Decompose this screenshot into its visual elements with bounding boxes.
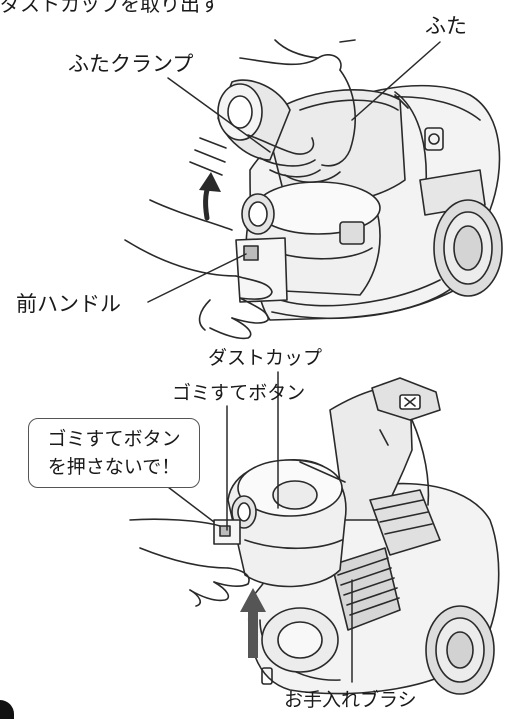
top-front-handle (235, 237, 288, 303)
bottom-open-lid (329, 377, 441, 521)
trash-button-label: ゴミすてボタン (172, 382, 306, 404)
top-hand-upper (239, 39, 356, 183)
warning-line-1: ゴミすてボタン (47, 428, 181, 450)
top-motion-lines (189, 137, 227, 176)
dust-cup-label: ダストカップ (208, 347, 323, 369)
front-handle-label: 前ハンドル (16, 292, 121, 316)
bottom-dust-cup (213, 459, 347, 588)
section-heading-cut: ダストカップを取り出す (0, 0, 220, 16)
bottom-wheel (425, 605, 495, 695)
top-leader-lines (147, 41, 441, 303)
bottom-hand (129, 518, 250, 607)
lid-clamp-label: ふたクランプ (68, 52, 194, 76)
top-wheel (433, 199, 503, 297)
top-cyclone-part (217, 79, 291, 161)
bottom-up-arrow (240, 588, 266, 658)
top-hand-lower (124, 199, 273, 340)
warning-line-2: を押さないで！ (47, 456, 181, 478)
corner-mark (0, 700, 14, 719)
top-up-arrow (199, 172, 221, 221)
bottom-leader-lines (167, 371, 353, 683)
bottom-filter (331, 489, 441, 631)
warning-callout: ゴミすてボタン を押さないで！ (28, 418, 200, 488)
lid-label: ふた (425, 14, 467, 38)
brush-label: お手入れブラシ (284, 689, 417, 711)
